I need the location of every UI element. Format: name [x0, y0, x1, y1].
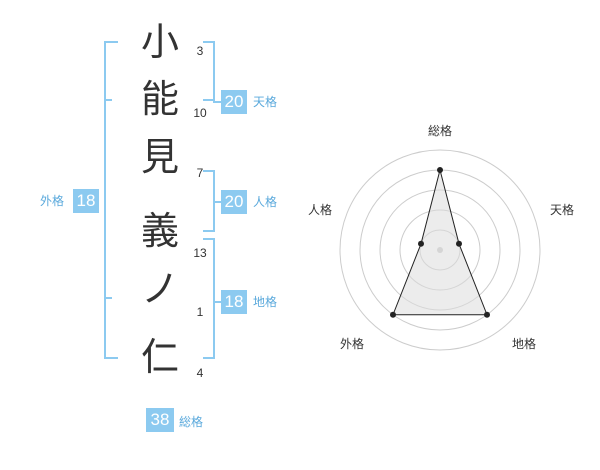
stroke-count-3: 7 — [196, 166, 204, 180]
tenkaku-label: 天格 — [253, 95, 278, 109]
gaikaku-badge: 18 — [73, 189, 99, 213]
gaikaku-label: 外格 — [40, 194, 65, 208]
stroke-count-6: 4 — [196, 366, 204, 380]
radar-data-polygon — [392, 169, 488, 316]
stroke-count-2: 10 — [193, 106, 207, 120]
soukaku-badge: 38 — [146, 408, 174, 432]
radar-point-4 — [390, 311, 396, 318]
name-char-3: 見 — [140, 135, 179, 179]
radar-axis-label-chikaku: 地格 — [512, 337, 537, 351]
name-char-2: 能 — [140, 77, 179, 121]
stroke-count-1: 3 — [196, 44, 204, 58]
stroke-count-5: 1 — [196, 305, 204, 319]
radar-axis-label-soukaku: 総格 — [428, 124, 453, 138]
radar-point-1 — [437, 167, 443, 173]
stroke-count-4: 13 — [193, 246, 207, 260]
chikaku-label: 地格 — [253, 295, 278, 309]
tenkaku-badge: 20 — [221, 90, 247, 114]
name-char-5: ノ — [140, 267, 179, 311]
radar-grid-ring — [339, 149, 541, 351]
soukaku-label: 総格 — [179, 415, 204, 429]
radar-point-5 — [418, 240, 424, 247]
name-char-6: 仁 — [140, 335, 179, 379]
radar-point-3 — [484, 311, 490, 318]
radar-axis-label-gaikaku: 外格 — [340, 337, 365, 351]
jinkaku-label: 人格 — [253, 195, 278, 209]
chikaku-badge: 18 — [221, 290, 247, 314]
name-char-4: 義 — [140, 209, 179, 253]
jinkaku-badge: 20 — [221, 190, 247, 214]
radar-axis-label-jinkaku: 人格 — [308, 203, 333, 217]
radar-point-2 — [456, 240, 462, 247]
radar-axis-label-tenkaku: 天格 — [550, 203, 575, 217]
name-char-1: 小 — [140, 20, 179, 64]
